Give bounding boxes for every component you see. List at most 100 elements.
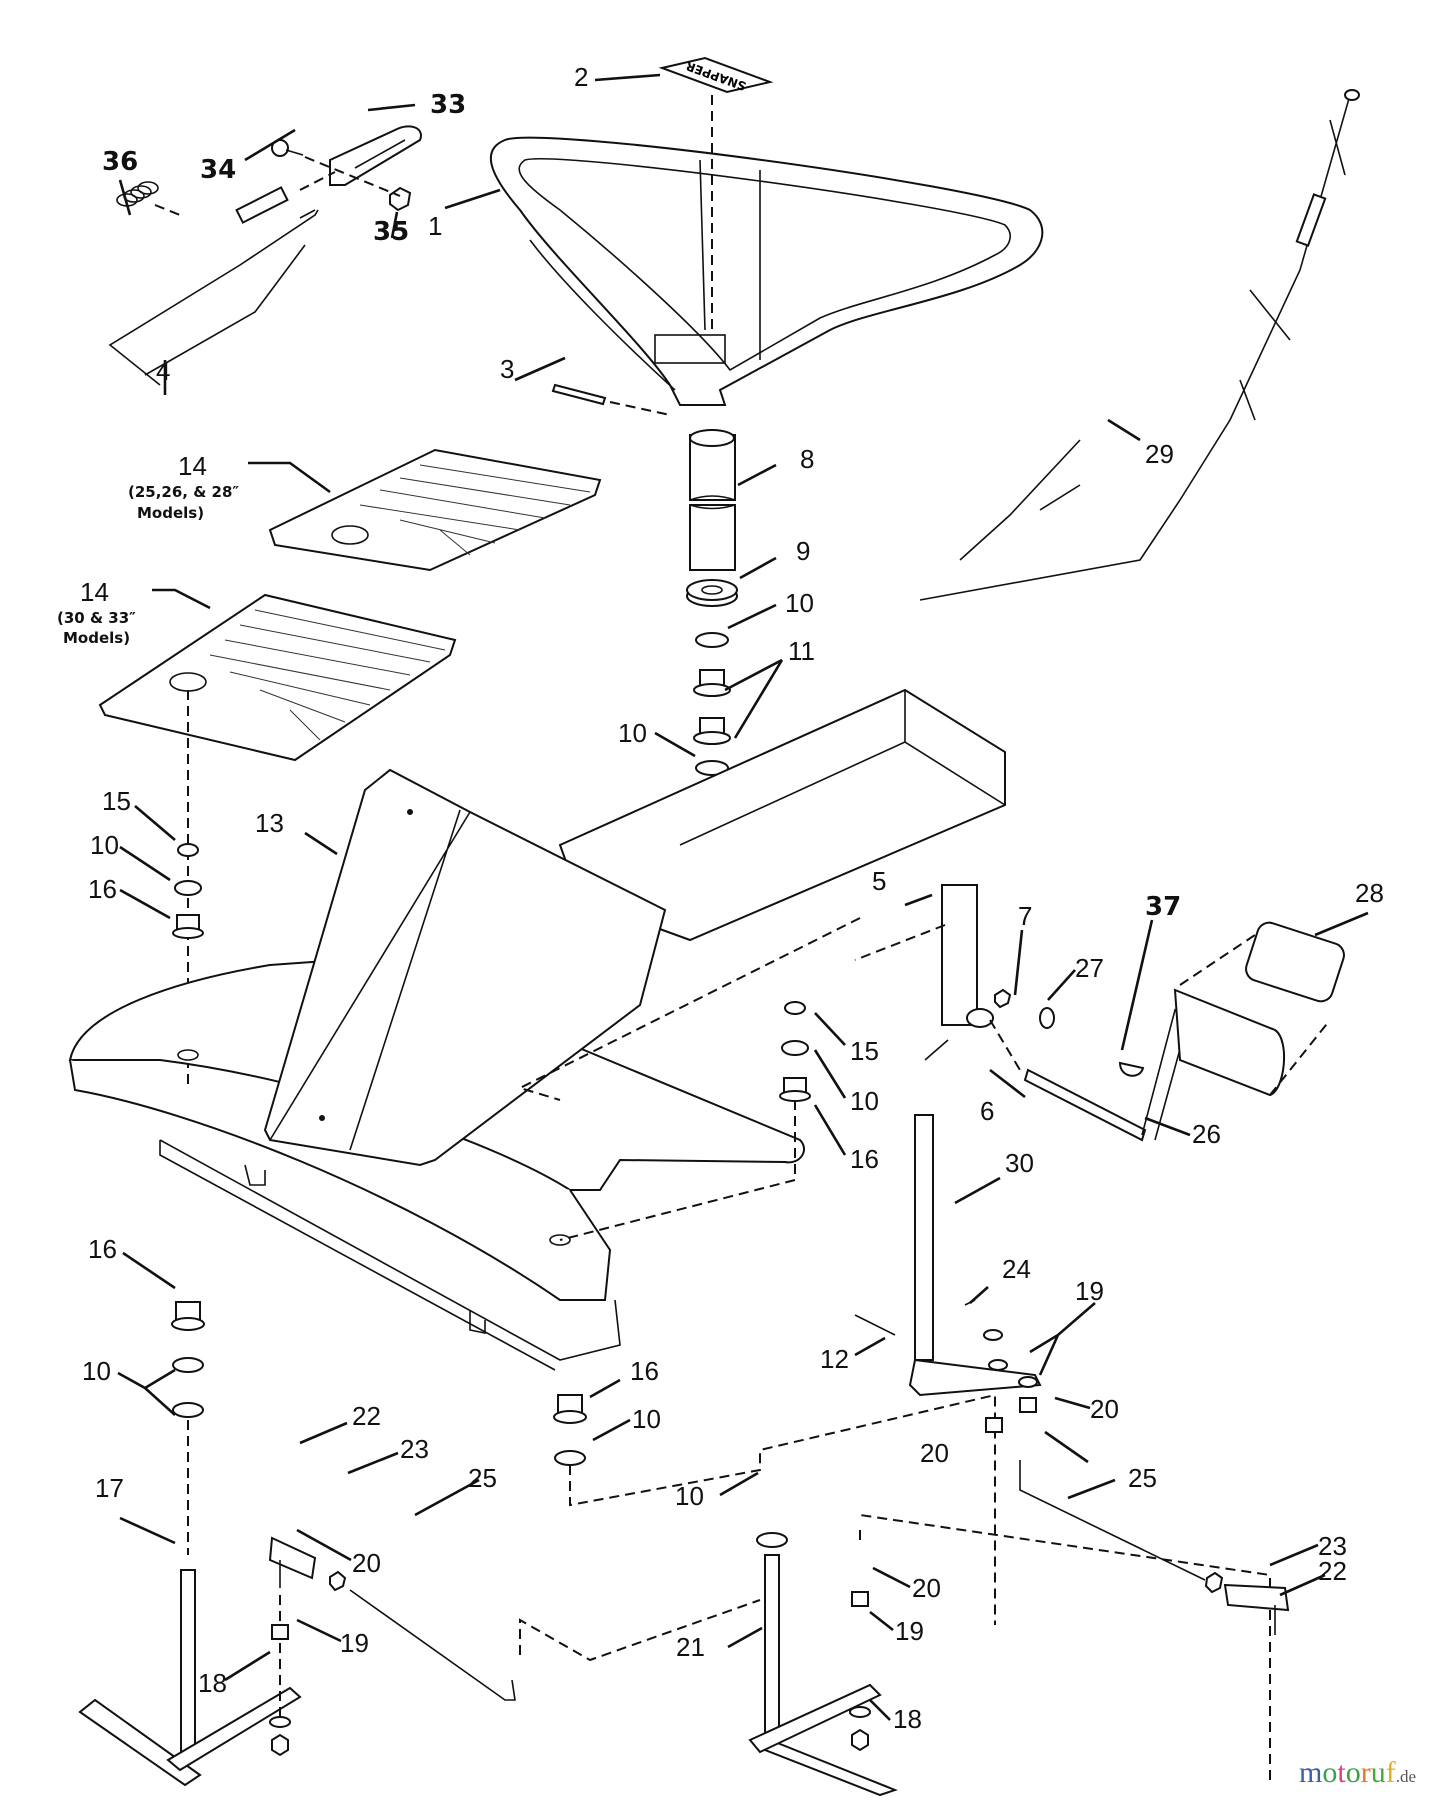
callout-17: 17: [95, 1473, 124, 1503]
callout-16-b: 16: [850, 1144, 879, 1174]
watermark-letter: o: [1345, 1756, 1361, 1789]
callout-20-c: 20: [1090, 1394, 1119, 1424]
callout-18-a: 18: [198, 1668, 227, 1698]
pedal-pad: [1173, 921, 1345, 1097]
callout-30: 30: [1005, 1148, 1034, 1178]
left-lower-hardware: [269, 1624, 291, 1757]
callout-25-b: 25: [1128, 1463, 1157, 1493]
washer: [695, 632, 729, 648]
rod-hardware: [854, 1299, 1038, 1433]
callout-18-b: 18: [893, 1704, 922, 1734]
callout-10-a: 10: [785, 588, 814, 618]
leader-lines: [117, 73, 1369, 1721]
callout-22-b: 22: [1318, 1556, 1347, 1586]
watermark-letter: f: [1385, 1756, 1396, 1789]
watermark-tld: .de: [1395, 1767, 1416, 1786]
callout-20-b: 20: [912, 1573, 941, 1603]
callout-16-a: 16: [88, 874, 117, 904]
mat-small-note-line2: Models): [137, 504, 204, 522]
callout-37: 37: [1145, 892, 1181, 922]
callout-4: 4: [156, 356, 170, 386]
watermark-letter: t: [1337, 1756, 1346, 1789]
callout-10-f: 10: [632, 1404, 661, 1434]
watermark-letter: r: [1360, 1756, 1371, 1789]
seat-latch-rod: [108, 186, 319, 386]
callout-12: 12: [820, 1344, 849, 1374]
ball-joint-left: [268, 1536, 317, 1588]
jam-nut: [1204, 1571, 1224, 1594]
callout-10-b: 10: [618, 718, 647, 748]
callout-25-a: 25: [468, 1463, 497, 1493]
callout-27: 27: [1075, 953, 1104, 983]
roll-pin: [551, 383, 607, 406]
callout-36: 36: [102, 147, 138, 177]
key-37: [1118, 1061, 1145, 1077]
callout-19-c: 19: [1075, 1276, 1104, 1306]
seat-support-panel: [263, 768, 667, 1167]
washer: [695, 760, 729, 776]
center-lower-stack: [553, 1394, 587, 1466]
callout-29: 29: [1145, 439, 1174, 469]
latch-handle: [329, 125, 422, 186]
callout-10-g: 10: [675, 1481, 704, 1511]
mat-small-note-line1: (25,26, & 28″: [128, 483, 239, 501]
callout-labels: 1 2 3 4 5 6 7 8 9 10 10 10 10 10 10 10 1…: [57, 62, 1384, 1734]
callout-20-d: 20: [920, 1438, 949, 1468]
callout-24: 24: [1002, 1254, 1031, 1284]
callout-2: 2: [574, 62, 588, 92]
left-lower-stack: [171, 1301, 205, 1418]
snapper-decal: SNAPPER: [658, 56, 774, 93]
callout-13: 13: [255, 808, 284, 838]
callout-26: 26: [1192, 1119, 1221, 1149]
link-rod-right: [1019, 1460, 1206, 1581]
callout-14-b: 14: [80, 577, 109, 607]
callout-23-a: 23: [400, 1434, 429, 1464]
washer-27: [1039, 1007, 1055, 1029]
callout-21: 21: [676, 1632, 705, 1662]
hex-nut: [389, 186, 412, 212]
jam-nut: [329, 1570, 347, 1592]
callout-6: 6: [980, 1096, 994, 1126]
ball-joint-right: [1223, 1583, 1290, 1635]
mat-large-note-line1: (30 & 33″: [57, 609, 136, 627]
spring: [116, 181, 159, 207]
callout-9: 9: [796, 536, 810, 566]
watermark-letter: u: [1370, 1756, 1386, 1789]
callout-7: 7: [1018, 901, 1032, 931]
callout-14-a: 14: [178, 451, 207, 481]
bracket-5: [941, 884, 994, 1028]
nut-7: [994, 988, 1012, 1009]
shift-rod: [908, 1114, 1042, 1397]
flange-bushing: [693, 717, 731, 745]
callout-8: 8: [800, 444, 814, 474]
callout-15-b: 15: [850, 1036, 879, 1066]
screw: [271, 139, 304, 157]
spacer-tube: [689, 429, 736, 571]
callout-19-a: 19: [340, 1628, 369, 1658]
callout-10-c: 10: [90, 830, 119, 860]
callout-1: 1: [428, 211, 442, 241]
callout-19-b: 19: [895, 1616, 924, 1646]
callout-23-b: 23: [1318, 1531, 1347, 1561]
bolt-6: [924, 1039, 949, 1061]
callout-3: 3: [500, 354, 514, 384]
right-lower-hardware: [849, 1591, 871, 1752]
seat-pan: [489, 136, 1044, 406]
callout-5: 5: [872, 866, 886, 896]
callout-34: 34: [200, 155, 236, 185]
callout-33: 33: [430, 90, 466, 120]
callout-16-d: 16: [630, 1356, 659, 1386]
pivot-shaft-right: [748, 1532, 898, 1797]
floor-mat-large: [98, 593, 457, 762]
callout-35: 35: [373, 217, 409, 247]
bushing-9: [686, 579, 738, 607]
callout-10-d: 10: [850, 1086, 879, 1116]
floor-mat-small: [268, 448, 602, 572]
callout-28: 28: [1355, 878, 1384, 908]
mat-large-note-line2: Models): [63, 629, 130, 647]
callout-22-a: 22: [352, 1401, 381, 1431]
callout-11: 11: [788, 636, 815, 666]
link-rod-left: [349, 1589, 516, 1701]
left-upper-stack: [172, 843, 204, 939]
